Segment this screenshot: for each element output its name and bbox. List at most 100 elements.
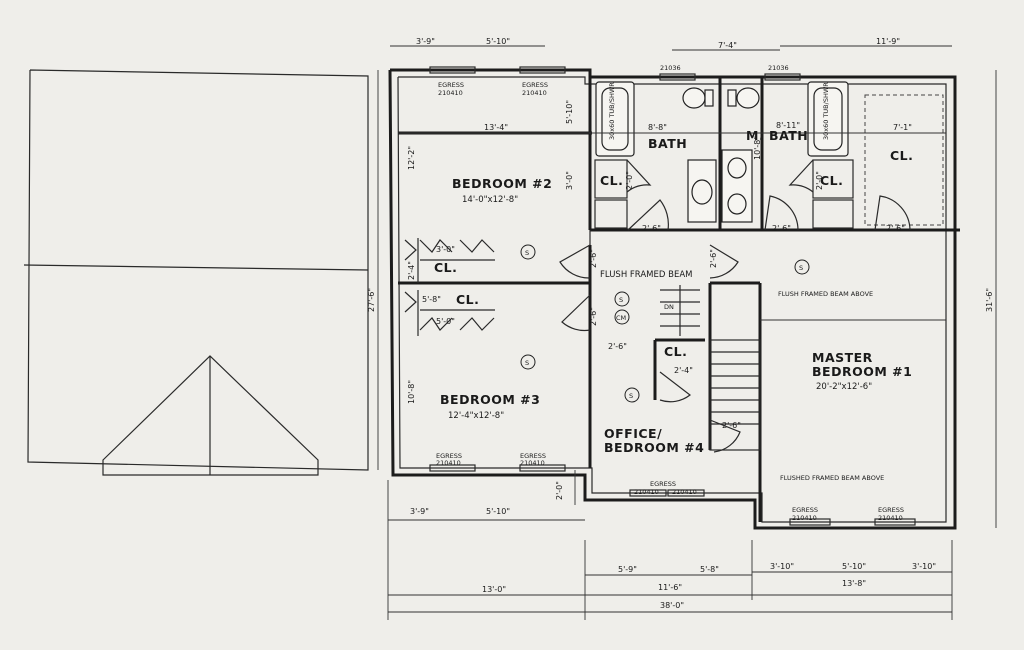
- closet-label-bed2: CL.: [434, 260, 457, 275]
- egress-size: 210410: [634, 488, 659, 496]
- egress-label: EGRESS: [878, 506, 904, 514]
- dim-bot-5-9: 5'-9": [618, 565, 637, 574]
- smoke-label: S: [525, 359, 529, 367]
- dim-bot-11-6: 11'-6": [658, 583, 682, 592]
- dim-door-2-6: 2'-6": [709, 249, 718, 268]
- bedroom3-label: BEDROOM #3: [440, 392, 540, 407]
- dim-top-a: 3'-9": [416, 37, 435, 46]
- closet-label-office: CL.: [664, 344, 687, 359]
- smoke-label: S: [799, 264, 803, 272]
- dim-closet-3-0: 3'-0": [436, 245, 455, 254]
- dim-top-b: 5'-10": [486, 37, 510, 46]
- dim-bot-5-10: 5'-10": [842, 562, 866, 571]
- dim-b5-10: 5'-10": [565, 100, 574, 124]
- dim-bot-total: 38'-0": [660, 601, 684, 610]
- dim-left-b: 2'-4": [407, 261, 416, 280]
- dim-bed2-width: 13'-4": [484, 123, 508, 132]
- closet-label-mbath: CL.: [820, 173, 843, 188]
- smoke-label: S: [525, 249, 529, 257]
- dim-bot-b: 5'-10": [486, 507, 510, 516]
- bedroom3-size: 12'-4"x12'-8": [448, 411, 504, 421]
- roof-outline: [23, 69, 369, 476]
- egress-size: 210410: [522, 89, 547, 97]
- office-label-1: OFFICE/: [604, 426, 662, 441]
- bath-fixtures: [595, 81, 849, 223]
- dim-bot-13-0: 13'-0": [482, 585, 506, 594]
- dim-bot-a: 3'-9": [410, 507, 429, 516]
- dim-bot-13-8: 13'-8": [842, 579, 866, 588]
- dim-closet-mb: 7'-1": [893, 123, 912, 132]
- tub-label-mbath: 30x60 TUB/SHWR: [822, 82, 830, 140]
- interior-walls: [398, 77, 960, 522]
- smoke-detectors: [520, 244, 810, 403]
- stairs-down: DN: [664, 303, 674, 311]
- egress-size: 210410: [436, 459, 461, 467]
- dim-b3-0: 3'-0": [565, 171, 574, 190]
- closet-walls: [417, 94, 944, 336]
- smoke-detector-icon: [520, 354, 536, 370]
- dim-b10-8: 10'-8": [753, 136, 762, 160]
- master-label-2: BEDROOM #1: [812, 364, 912, 379]
- dim-door-2-0: 2'-0": [815, 171, 824, 190]
- window-bath-label: 21036: [660, 64, 681, 72]
- dim-door-2-6: 2'-6": [589, 249, 598, 268]
- egress-label: EGRESS: [520, 452, 546, 460]
- dim-right-total: 31'-6": [985, 288, 994, 312]
- dim-left-d: 27'-6": [367, 288, 376, 312]
- smoke-detector-icon: [614, 291, 630, 307]
- bedroom2-label: BEDROOM #2: [452, 176, 552, 191]
- co-label: CM: [616, 314, 626, 322]
- flush-beam-above-note: FLUSH FRAMED BEAM ABOVE: [778, 290, 873, 298]
- closet-label-mb: CL.: [890, 148, 913, 163]
- dim-bot-5-8: 5'-8": [700, 565, 719, 574]
- dim-bot-3-10a: 3'-10": [770, 562, 794, 571]
- egress-size: 210410: [520, 459, 545, 467]
- egress-size: 210410: [878, 514, 903, 522]
- dim-door-closet: 2'-6": [886, 224, 905, 233]
- egress-label: EGRESS: [522, 81, 548, 89]
- dim-door-mbath: 2'-6": [772, 224, 791, 233]
- dim-left-c: 10'-8": [407, 380, 416, 404]
- egress-label: EGRESS: [436, 452, 462, 460]
- dim-closet-door: 2'-4": [674, 366, 693, 375]
- window-mbath-label: 21036: [768, 64, 789, 72]
- closet-label-bath: CL.: [600, 173, 623, 188]
- windows: [429, 66, 916, 526]
- smoke-detector-icon: [520, 244, 536, 260]
- egress-size: 210410: [438, 89, 463, 97]
- dim-bot-c: 2'-0": [555, 481, 564, 500]
- egress-size: 210410: [672, 488, 697, 496]
- dim-bot-3-10b: 3'-10": [912, 562, 936, 571]
- dimension-lines: [377, 45, 997, 620]
- dim-top-c: 7'-4": [718, 41, 737, 50]
- toilet-bath: [682, 87, 706, 109]
- stairs: [660, 285, 761, 451]
- dim-closet-5-0: 5'-0": [436, 317, 455, 326]
- mbath-label: M. BATH: [746, 128, 808, 143]
- smoke-detector-icon: [624, 387, 640, 403]
- labels: 3'-9" 5'-10" 7'-4" 11'-9" 21036 21036 EG…: [367, 37, 994, 610]
- swing-doors: [559, 159, 911, 453]
- bedroom2-size: 14'-0"x12'-8": [462, 195, 518, 205]
- egress-label: EGRESS: [650, 480, 676, 488]
- dim-door-office: 2'-6": [608, 342, 627, 351]
- dim-closet-5-8: 5'-8": [422, 295, 441, 304]
- flush-beam-note: FLUSH FRAMED BEAM: [600, 270, 692, 280]
- smoke-label: S: [619, 296, 623, 304]
- egress-size: 210410: [792, 514, 817, 522]
- smoke-label: S: [629, 392, 633, 400]
- tub-label-bath: 30x60 TUB/SHWR: [608, 82, 616, 140]
- beam-lines: [398, 132, 946, 321]
- co-detector-icon: [614, 309, 630, 325]
- dim-door-bath: 2'-6": [642, 224, 661, 233]
- smoke-detector-icon: [794, 259, 810, 275]
- toilet-mbath: [736, 87, 760, 109]
- dim-left-a: 12'-2": [407, 146, 416, 170]
- dim-door-2-0: 2'-0": [625, 171, 634, 190]
- closet-label-bed3: CL.: [456, 292, 479, 307]
- exterior-walls: [388, 68, 957, 530]
- office-label-2: BEDROOM #4: [604, 440, 704, 455]
- flushed-beam-note: FLUSHED FRAMED BEAM ABOVE: [780, 474, 884, 482]
